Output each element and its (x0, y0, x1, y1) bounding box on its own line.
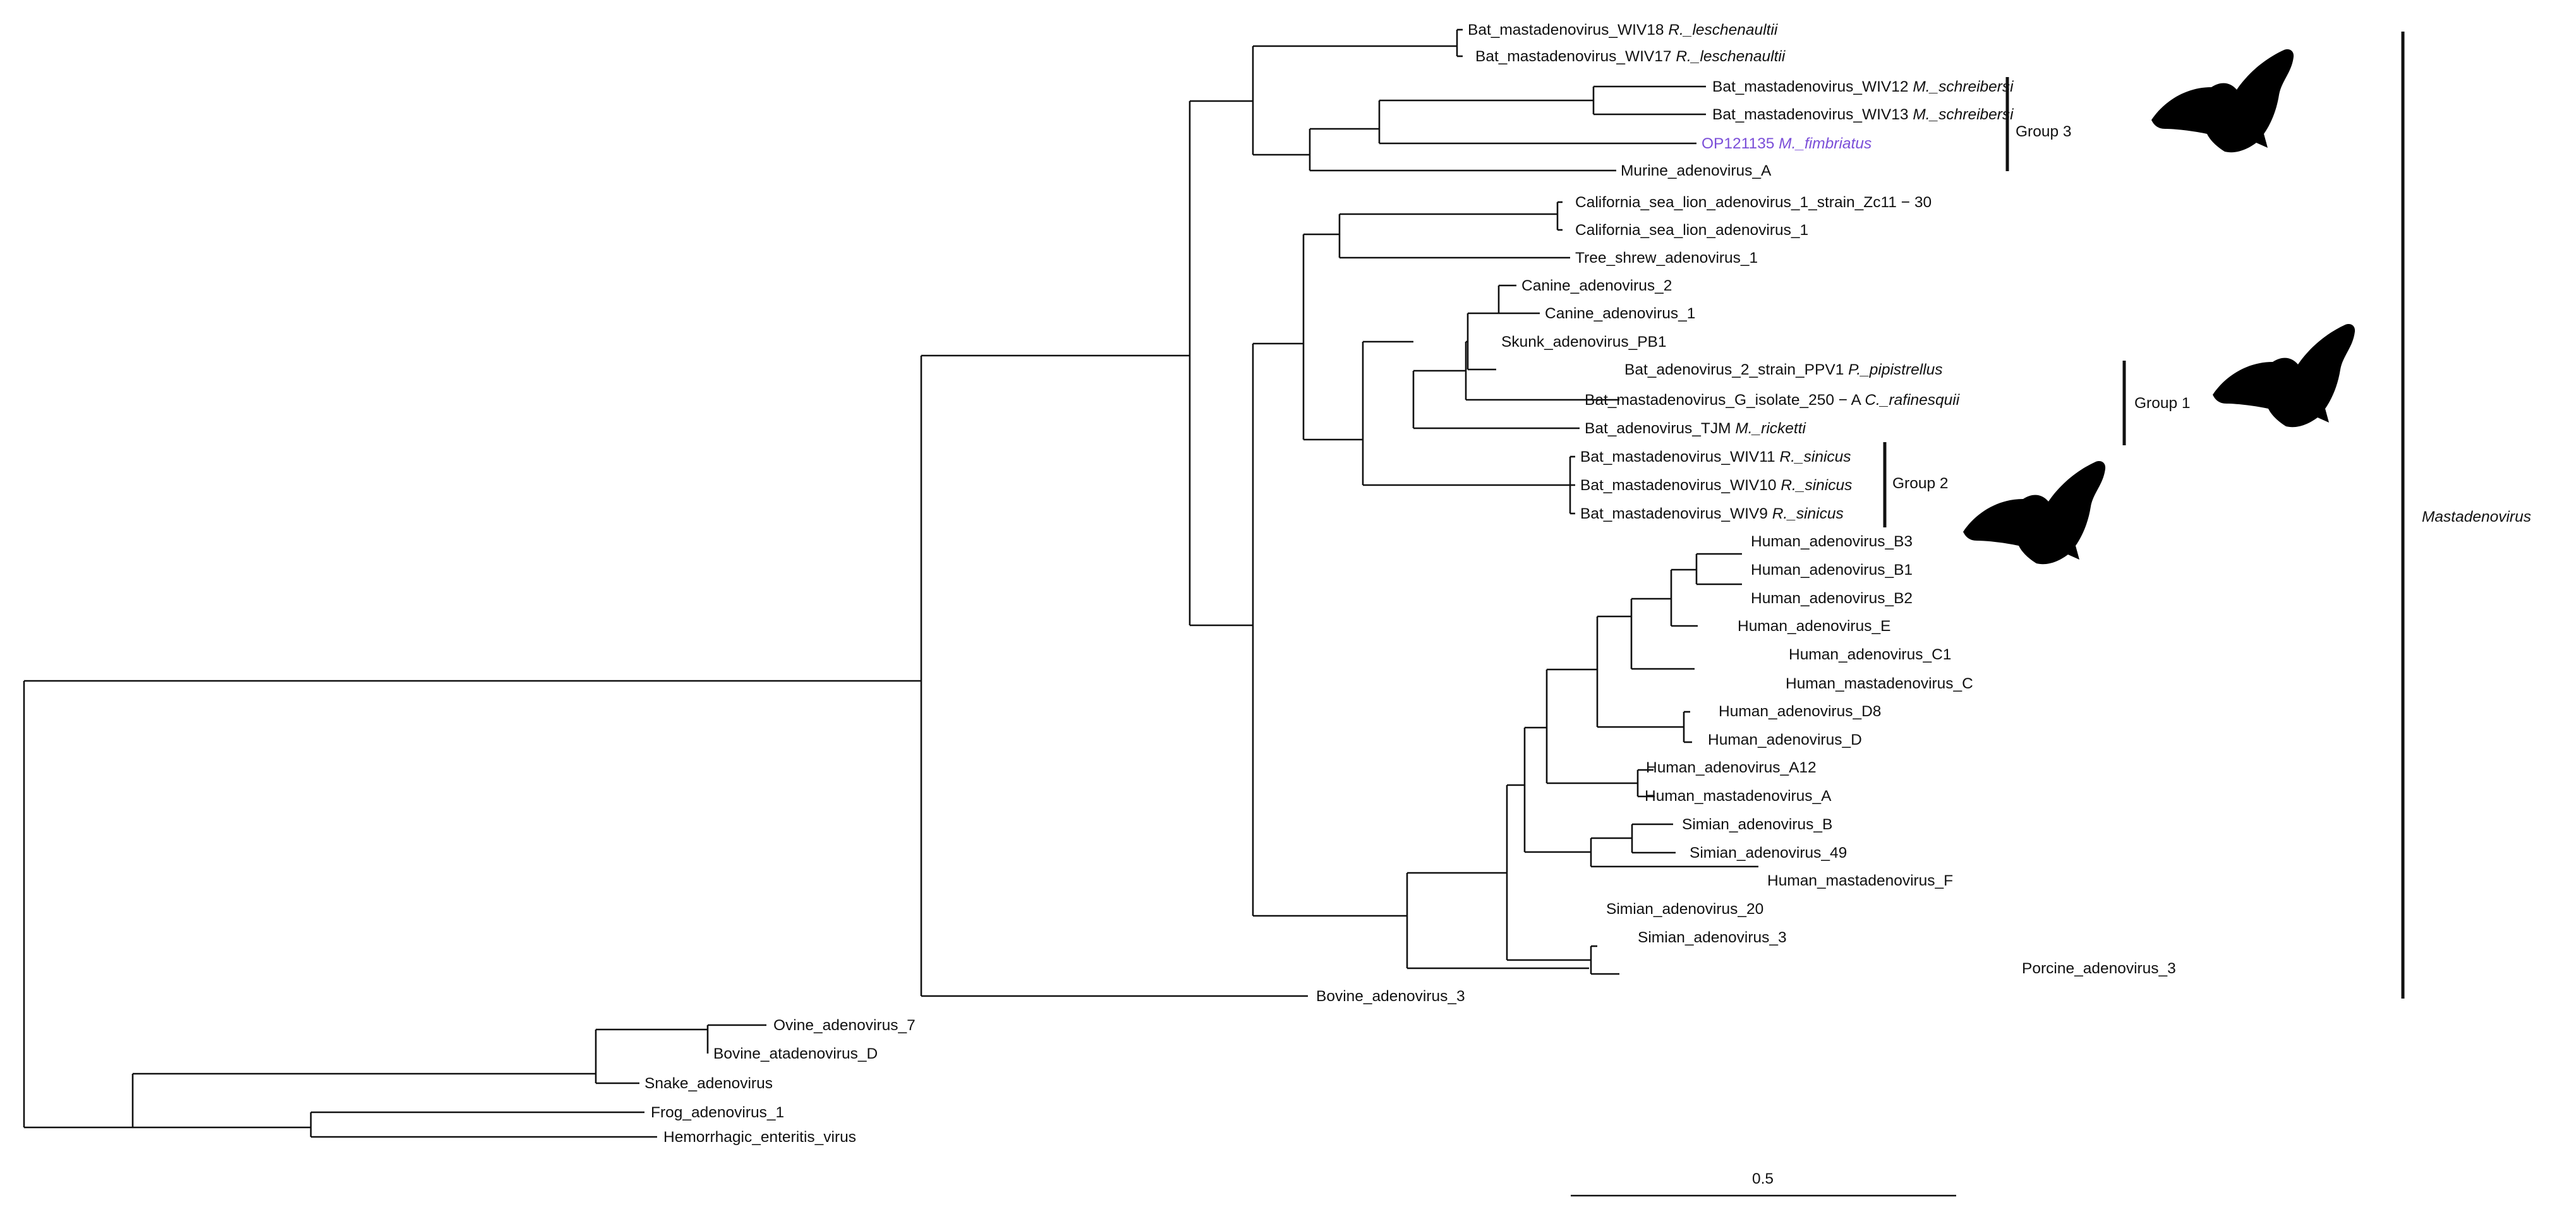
leaf-label: Tree_shrew_adenovirus_1 (1575, 249, 1758, 267)
leaf-label: Bat_mastadenovirus_G_isolate_250 − A C._… (1585, 392, 1960, 409)
leaf-label: Simian_adenovirus_3 (1638, 929, 1787, 946)
leaf-label: Bat_adenovirus_TJM M._ricketti (1585, 420, 1806, 437)
leaf-label: Hemorrhagic_enteritis_virus (663, 1129, 856, 1146)
leaf-label: Porcine_adenovirus_3 (2022, 960, 2176, 977)
scale-bar: 0.5 (1571, 1170, 1956, 1197)
group-annotations: Group 3 Group 1 Group 2 Mastadenovirus (1883, 32, 2531, 999)
leaf-label: Frog_adenovirus_1 (651, 1104, 784, 1121)
leaf-label: Human_adenovirus_B2 (1751, 590, 1913, 607)
leaf-label: Bovine_atadenovirus_D (713, 1045, 878, 1062)
leaf-label: Human_adenovirus_A12 (1646, 759, 1817, 776)
leaf-label: Human_mastadenovirus_A (1645, 788, 1832, 805)
leaf-label: Human_mastadenovirus_C (1786, 675, 1973, 692)
group2-label: Group 2 (1892, 475, 1949, 492)
leaf-labels: Bat_mastadenovirus_WIV18 R._leschenaulti… (644, 21, 2176, 1146)
leaf-label: Human_adenovirus_E (1738, 618, 1890, 635)
leaf-label: Murine_adenovirus_A (1621, 162, 1772, 179)
leaf-label-highlighted: OP121135 M._fimbriatus (1702, 135, 1872, 152)
bat-silhouettes (1963, 49, 2355, 565)
leaf-label: Bat_mastadenovirus_WIV11 R._sinicus (1580, 448, 1851, 465)
leaf-label: Skunk_adenovirus_PB1 (1501, 333, 1667, 351)
group1-label: Group 1 (2134, 395, 2191, 412)
leaf-label: Simian_adenovirus_B (1682, 816, 1832, 833)
leaf-label: Human_adenovirus_D (1708, 731, 1862, 748)
leaf-label: Human_adenovirus_B1 (1751, 561, 1913, 579)
leaf-label: Canine_adenovirus_1 (1545, 305, 1695, 322)
leaf-label: Simian_adenovirus_49 (1690, 844, 1847, 862)
leaf-label: Bat_mastadenovirus_WIV18 R._leschenaulti… (1468, 21, 1778, 39)
leaf-label: Simian_adenovirus_20 (1606, 901, 1763, 918)
bat-silhouette-icon (2151, 49, 2294, 153)
leaf-label: Snake_adenovirus (644, 1075, 773, 1092)
leaf-label: California_sea_lion_adenovirus_1 (1575, 222, 1808, 239)
bat-silhouette-icon (2213, 324, 2355, 428)
leaf-label: Bat_mastadenovirus_WIV9 R._sinicus (1580, 505, 1844, 522)
leaf-label: Bat_adenovirus_2_strain_PPV1 P._pipistre… (1624, 361, 1943, 378)
leaf-label: Bat_mastadenovirus_WIV13 M._schreibersi (1712, 106, 2014, 123)
leaf-label: Canine_adenovirus_2 (1521, 277, 1672, 294)
group3-label: Group 3 (2016, 123, 2072, 140)
leaf-label: Bat_mastadenovirus_WIV12 M._schreibersi (1712, 78, 2014, 95)
tree-branches (23, 28, 1758, 1138)
leaf-label: Bat_mastadenovirus_WIV10 R._sinicus (1580, 477, 1852, 494)
leaf-label: Human_mastadenovirus_F (1767, 872, 1953, 889)
mastadenovirus-label: Mastadenovirus (2422, 508, 2531, 525)
leaf-label: Human_adenovirus_D8 (1719, 703, 1881, 720)
bat-silhouette-icon (1963, 461, 2106, 565)
leaf-label: Bat_mastadenovirus_WIV17 R._leschenaulti… (1475, 48, 1786, 65)
leaf-label: Ovine_adenovirus_7 (773, 1017, 916, 1034)
scale-bar-label: 0.5 (1752, 1170, 1774, 1187)
leaf-label: Human_adenovirus_B3 (1751, 533, 1913, 550)
leaf-label: California_sea_lion_adenovirus_1_strain_… (1575, 194, 1932, 211)
leaf-label: Bovine_adenovirus_3 (1316, 988, 1465, 1005)
leaf-label: Human_adenovirus_C1 (1789, 646, 1951, 663)
